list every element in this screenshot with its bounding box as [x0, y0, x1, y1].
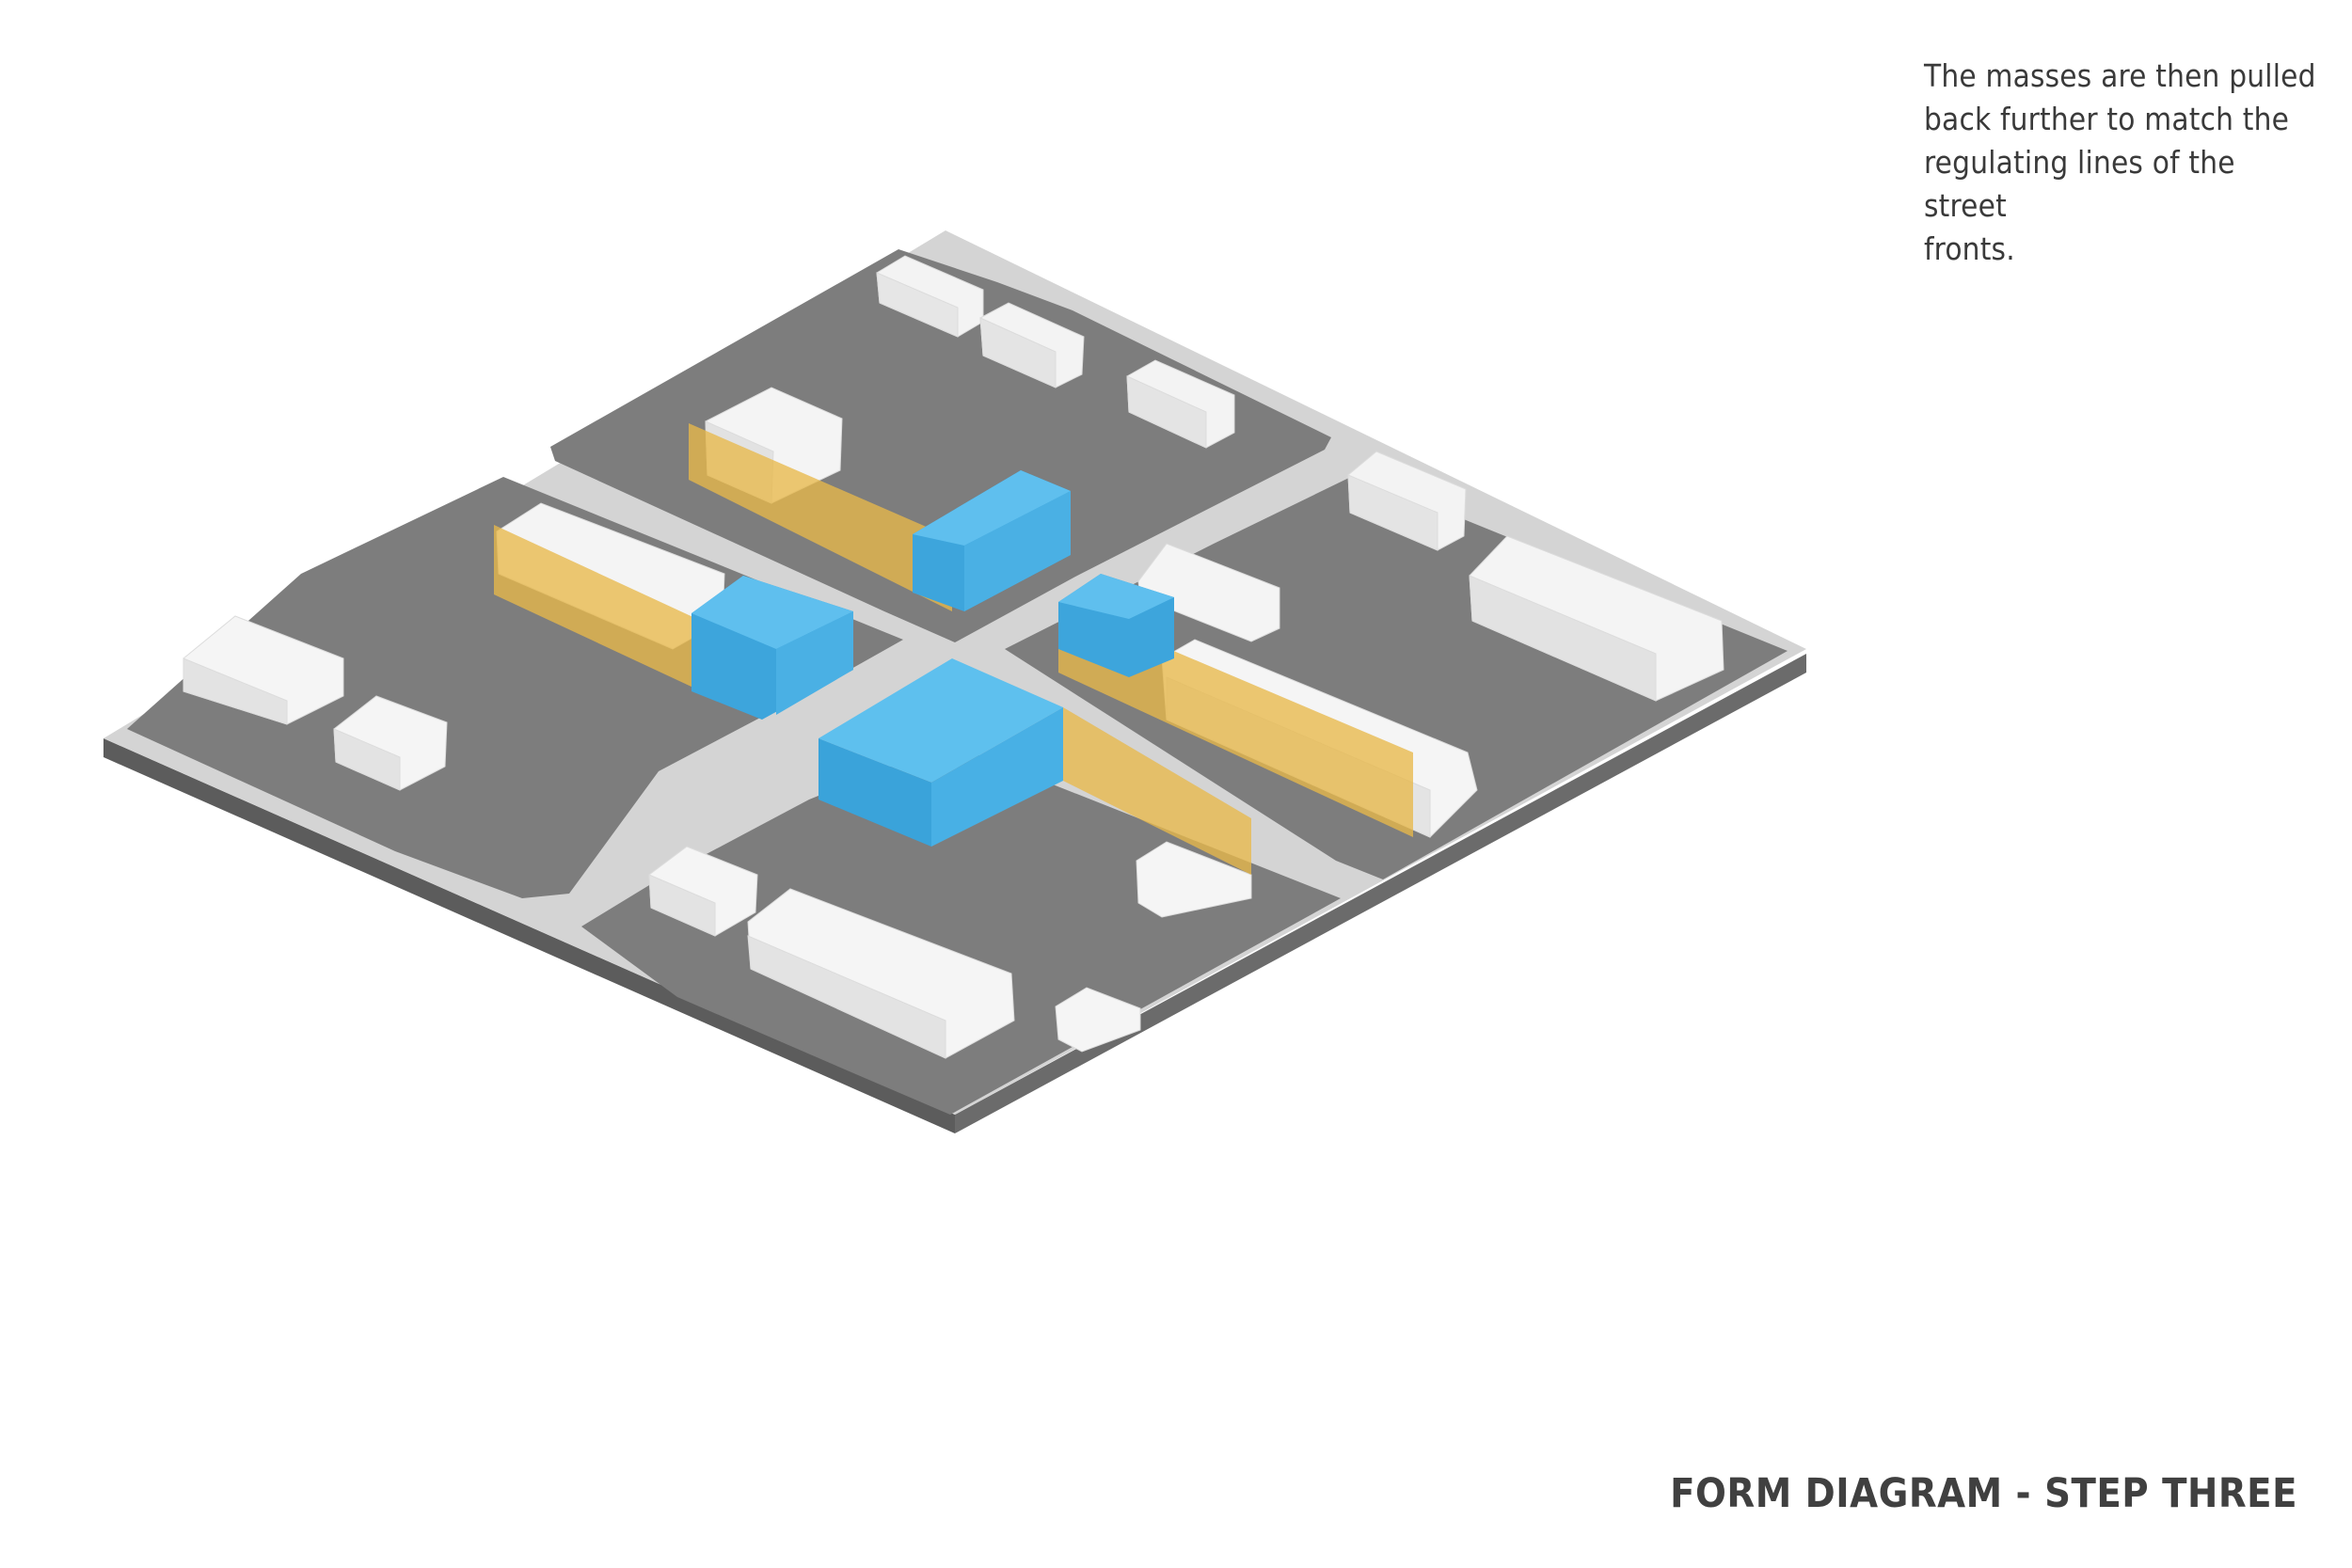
diagram-title: FORM DIAGRAM - STEP THREE — [1670, 1470, 2297, 1517]
mass-north — [913, 470, 1071, 611]
building — [183, 615, 344, 725]
building — [1469, 535, 1724, 702]
building — [333, 695, 448, 791]
mass-central — [818, 658, 1063, 847]
caption-line: The masses are then pulled — [1924, 57, 2316, 94]
caption-line: regulating lines of the street — [1924, 144, 2235, 224]
building — [747, 888, 1015, 1059]
building — [1136, 841, 1252, 918]
building — [1055, 987, 1141, 1053]
building — [1126, 359, 1235, 449]
caption-text: The masses are then pulled back further … — [1924, 55, 2319, 271]
caption-line: back further to match the — [1924, 101, 2290, 137]
regulating-plane-north — [689, 423, 952, 611]
building — [648, 846, 758, 937]
mass-west — [691, 576, 853, 720]
proposed-masses — [691, 470, 1174, 847]
building — [1347, 451, 1467, 551]
building — [979, 302, 1085, 388]
regulating-plane-south — [1063, 707, 1251, 875]
caption-line: fronts. — [1924, 230, 2015, 267]
mass-east — [1058, 574, 1174, 677]
